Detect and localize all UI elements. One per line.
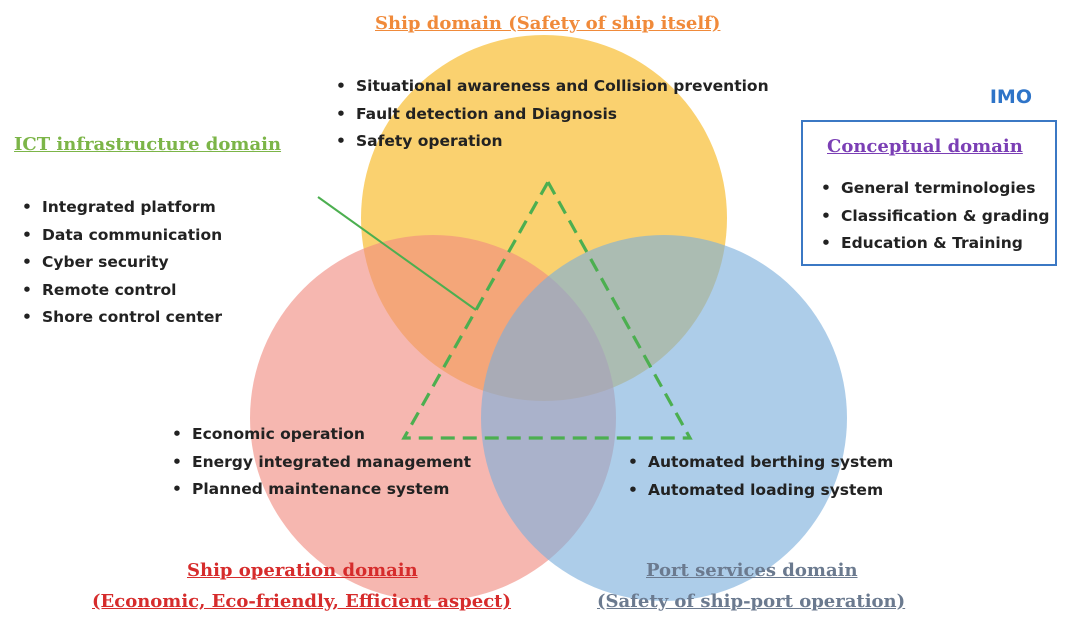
list-item: •Energy integrated management (172, 452, 472, 471)
list-item: •Situational awareness and Collision pre… (336, 77, 769, 95)
conceptual-domain-box: Conceptual domain •General terminologies… (801, 120, 1057, 266)
list-item: •Integrated platform (22, 198, 216, 216)
ship-domain-list: •Situational awareness and Collision pre… (336, 73, 769, 156)
list-item: •Automated loading system (628, 480, 884, 499)
list-item: •Classification & grading (821, 206, 1050, 225)
ship-operation-domain-subtitle: (Economic, Eco-friendly, Efficient aspec… (92, 591, 512, 612)
port-services-domain-circle (481, 235, 847, 601)
ship-operation-domain-list: •Economic operation •Energy integrated m… (172, 421, 471, 504)
list-item: •Education & Training (821, 234, 1023, 252)
list-item: •Fault detection and Diagnosis (336, 104, 617, 123)
conceptual-domain-title: Conceptual domain (827, 136, 1023, 157)
port-services-domain-subtitle: (Safety of ship-port operation) (597, 591, 906, 612)
ship-operation-domain-title: Ship operation domain (187, 560, 418, 581)
list-item: •Data communication (22, 225, 223, 244)
list-item: •Shore control center (22, 308, 222, 326)
list-item: •Cyber security (22, 253, 169, 271)
imo-label: IMO (989, 86, 1032, 108)
port-services-domain-title: Port services domain (646, 560, 858, 581)
list-item: •Remote control (22, 280, 177, 299)
list-item: •Economic operation (172, 425, 365, 443)
ship-domain-title: Ship domain (Safety of ship itself) (375, 13, 721, 34)
ict-domain-list: •Integrated platform •Data communication… (22, 194, 222, 332)
list-item: •Planned maintenance system (172, 480, 450, 498)
list-item: •Automated berthing system (628, 453, 894, 471)
conceptual-domain-list: •General terminologies •Classification &… (821, 175, 1050, 258)
ict-domain-title: ICT infrastructure domain (14, 134, 282, 155)
list-item: •General terminologies (821, 179, 1036, 197)
ict-connector-line (317, 196, 477, 311)
port-services-domain-list: •Automated berthing system •Automated lo… (628, 449, 893, 504)
list-item: •Safety operation (336, 132, 503, 150)
